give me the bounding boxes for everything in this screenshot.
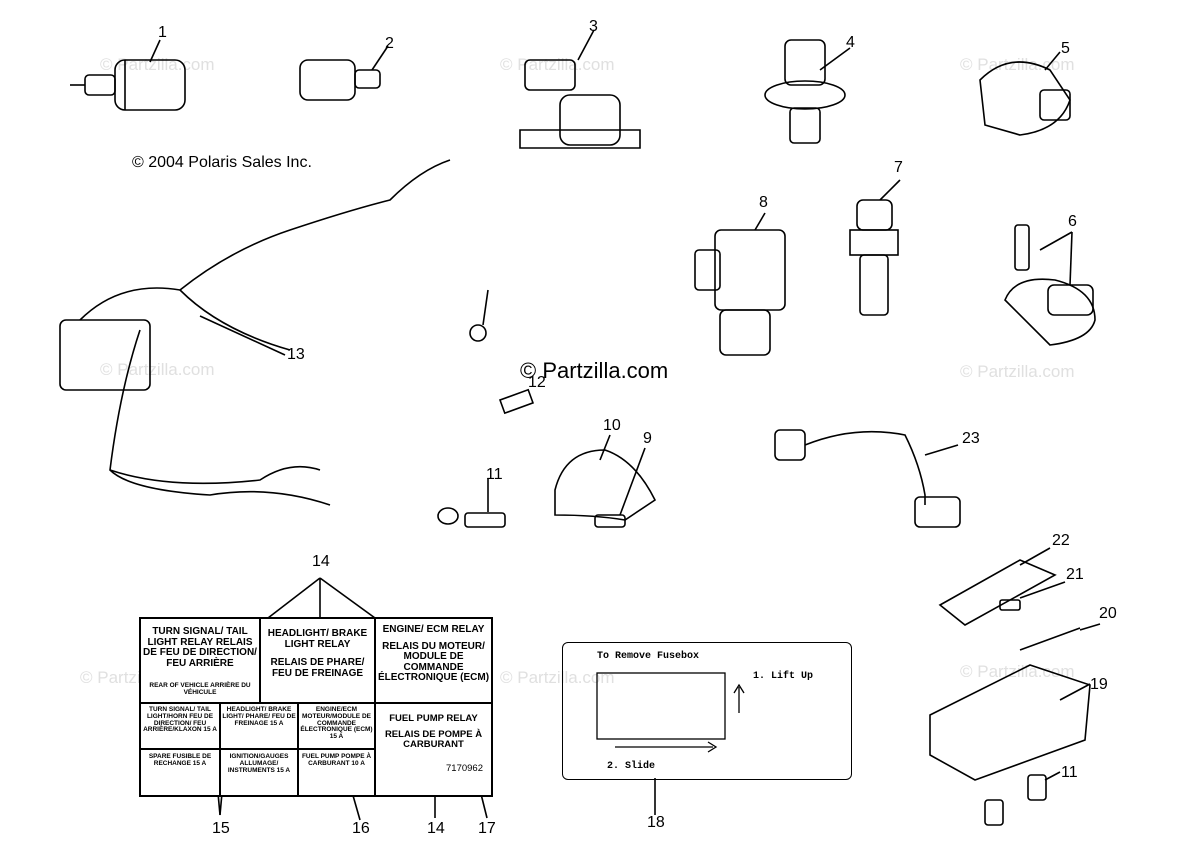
part-23-harness (774, 429, 961, 528)
relay-fuse-label: TURN SIGNAL/ TAIL LIGHT RELAY RELAIS DE … (139, 617, 493, 797)
callout-2: 2 (385, 35, 394, 52)
rear-of-vehicle-label: REAR OF VEHICLE ARRIÈRE DU VÉHICULE (140, 680, 260, 703)
callout-8: 8 (759, 194, 768, 211)
engine-fr-text: RELAIS DU MOTEUR/ MODULE DE COMMANDE ÉLE… (377, 640, 490, 683)
callout-12: 12 (528, 374, 546, 391)
part-2-sensor (299, 45, 389, 101)
callout-9: 9 (643, 430, 652, 447)
callout-20: 20 (1099, 605, 1117, 622)
rear-of-vehicle-text: REAR OF VEHICLE ARRIÈRE DU VÉHICULE (149, 682, 251, 696)
callout-14-lower: 14 (427, 820, 445, 837)
callout-11: 11 (486, 466, 503, 483)
callout-15: 15 (212, 820, 230, 837)
fuse-3-text: ENGINE/ECM MOTEUR/MODULE DE COMMANDE ÉLE… (300, 706, 373, 741)
part-20-pin (1019, 623, 1101, 651)
callout-16: 16 (352, 820, 370, 837)
part-8-sensor (694, 212, 786, 356)
partzilla-watermark: © Partzilla.com (520, 358, 669, 383)
callout-19: 19 (1090, 676, 1108, 693)
fuse-1-text: TURN SIGNAL/ TAIL LIGHT/HORN FEU DE DIRE… (143, 706, 217, 734)
callout-4: 4 (846, 34, 855, 51)
fuel-pump-text: FUEL PUMP RELAY (389, 713, 478, 724)
callout-11-lower: 11 (1061, 764, 1078, 781)
part-21-screw (999, 581, 1066, 611)
decal-step-2: 2. Slide (607, 761, 656, 772)
fuse-4-label: SPARE FUSIBLE DE RECHANGE 15 A (140, 749, 220, 796)
fusebox-removal-decal: To Remove Fusebox 1. Lift Up 2. Slide (562, 642, 852, 780)
fuse-4-text: SPARE FUSIBLE DE RECHANGE 15 A (148, 753, 212, 767)
part-11-bolt (437, 478, 506, 528)
fuel-pump-fr-text: RELAIS DE POMPE À CARBURANT (384, 728, 483, 750)
callout-7: 7 (894, 159, 903, 176)
decal-title: To Remove Fusebox (597, 651, 700, 662)
headlight-fr-text: RELAIS DE PHARE/ FEU DE FREINAGE (270, 657, 365, 679)
copyright-text: © 2004 Polaris Sales Inc. (132, 154, 312, 171)
callout-17: 17 (478, 820, 496, 837)
callout-1: 1 (158, 24, 167, 41)
fuse-1-label: TURN SIGNAL/ TAIL LIGHT/HORN FEU DE DIRE… (140, 703, 220, 749)
callout-6: 6 (1068, 213, 1077, 230)
callout-14: 14 (312, 553, 330, 570)
watermark: © Partzilla.com (500, 668, 615, 687)
callout-10: 10 (603, 417, 621, 434)
part-6-speed-sensor (1004, 224, 1096, 346)
headlight-relay-label: HEADLIGHT/ BRAKE LIGHT RELAY RELAIS DE P… (260, 618, 375, 703)
fuel-pump-relay-label: FUEL PUMP RELAY RELAIS DE POMPE À CARBUR… (375, 703, 492, 796)
part-9-bolt (594, 447, 646, 528)
callout-18: 18 (647, 814, 665, 831)
label-part-number: 7170962 (446, 762, 483, 774)
fuse-6-label: FUEL PUMP POMPE À CARBURANT 10 A (298, 749, 375, 796)
part-13-wiring-harness (59, 159, 451, 506)
fuse-2-label: HEADLIGHT/ BRAKE LIGHT/ PHARE/ FEU DE FR… (220, 703, 298, 749)
part-10-sensor (554, 434, 657, 521)
part-1-pressure-switch (70, 39, 186, 111)
callout-23: 23 (962, 430, 980, 447)
fuse-5-label: IGNITION/GAUGES ALLUMAGE/ INSTRUMENTS 15… (220, 749, 298, 796)
fuse-5-text: IGNITION/GAUGES ALLUMAGE/ INSTRUMENTS 15… (227, 753, 291, 774)
part-4-sensor (764, 39, 851, 144)
callout-3: 3 (589, 18, 598, 35)
part-5-tps (979, 51, 1071, 136)
engine-text: ENGINE/ ECM RELAY (382, 624, 485, 635)
decal-illustration (596, 672, 745, 753)
headlight-text: HEADLIGHT/ BRAKE LIGHT RELAY (267, 628, 368, 650)
fuse-6-text: FUEL PUMP POMPE À CARBURANT 10 A (301, 753, 372, 767)
fuse-3-label: ENGINE/ECM MOTEUR/MODULE DE COMMANDE ÉLE… (298, 703, 375, 749)
part-22-fusebox-cover (938, 547, 1057, 626)
callout-13: 13 (287, 346, 305, 363)
part-19-fusebox (929, 664, 1091, 781)
callout-5: 5 (1061, 40, 1070, 57)
decal-step-1: 1. Lift Up (753, 671, 814, 682)
part-7-temp-sensor (849, 179, 901, 316)
turn-signal-text: TURN SIGNAL/ TAIL LIGHT RELAY RELAIS DE … (143, 626, 257, 669)
callout-22: 22 (1052, 532, 1070, 549)
engine-relay-label: ENGINE/ ECM RELAY RELAIS DU MOTEUR/ MODU… (375, 618, 492, 703)
watermark: © Partzilla.com (960, 362, 1075, 381)
fuse-2-text: HEADLIGHT/ BRAKE LIGHT/ PHARE/ FEU DE FR… (222, 706, 296, 727)
callout-21: 21 (1066, 566, 1084, 583)
part-3-solenoid (519, 29, 641, 149)
part-12-bolt (469, 289, 535, 415)
watermark: © Partzilla.com (100, 360, 215, 379)
part-11-screw-lower (984, 771, 1061, 826)
